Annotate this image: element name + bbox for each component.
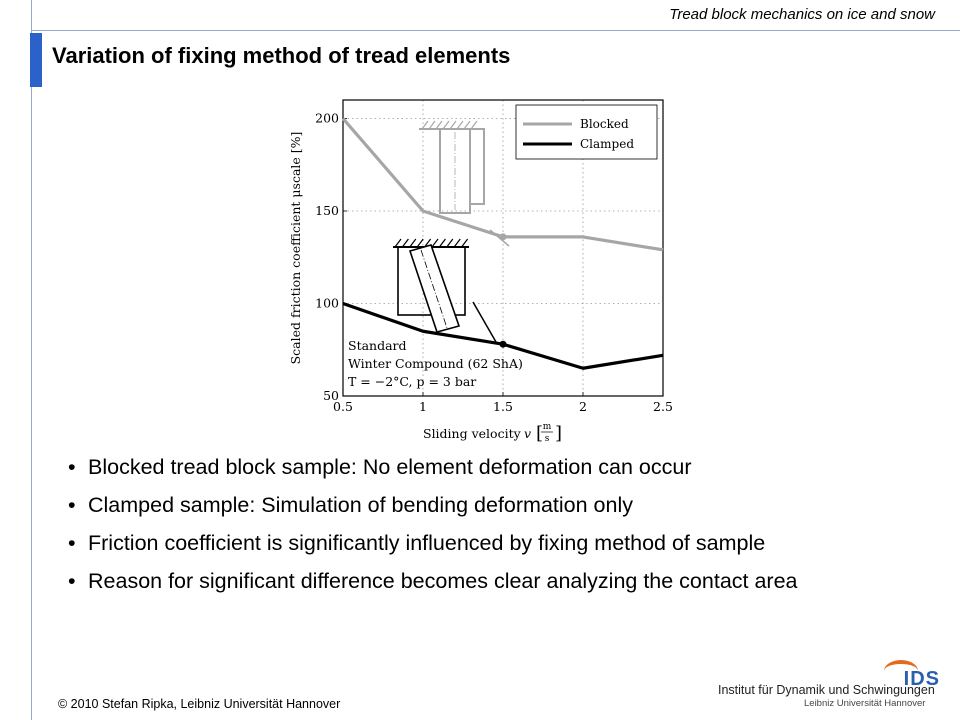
x-tick-label: 2.5 (653, 399, 673, 414)
blocked-hatch (442, 120, 450, 130)
legend-label-clamped: Clamped (580, 137, 634, 151)
bullet-dot: • (68, 493, 76, 517)
clamped-hatch (401, 238, 409, 248)
clamped-hatch (394, 238, 402, 248)
clamped-hatch (416, 238, 424, 248)
friction-chart: 0.5 1 1.5 2 2.5 50 100 150 200 Blocked Clamped S… (288, 99, 673, 444)
bullet-dot: • (68, 569, 76, 593)
data-point-marker (499, 233, 507, 241)
institute-logo: IDS Institut für Dynamik und Schwingunge… (718, 658, 948, 713)
chart-series (341, 117, 664, 370)
y-tick-label: 50 (323, 388, 339, 403)
logo-university-name: Leibniz Universität Hannover (804, 698, 926, 709)
y-tick-label: 150 (315, 203, 339, 218)
blocked-hatch (428, 120, 436, 130)
annotation-line-2: Winter Compound (62 ShA) (348, 356, 523, 371)
x-axis-bracket-open: [ (536, 423, 543, 444)
logo-arc-icon (884, 660, 918, 682)
bullet-text: Reason for significant difference become… (88, 569, 798, 593)
blocked-hatch (470, 120, 478, 130)
logo-institute-name: Institut für Dynamik und Schwingungen (718, 683, 935, 697)
header-rule (31, 30, 960, 31)
title-accent-bar (30, 33, 42, 87)
x-axis-unit-numerator: m (543, 422, 552, 432)
conditions-annotation: Standard Winter Compound (62 ShA) T = −2… (348, 338, 523, 389)
x-tick-label: 1.5 (493, 399, 513, 414)
clamped-hatch (431, 238, 439, 248)
clamped-hatch (453, 238, 461, 248)
y-axis-label: Scaled friction coefficient μscale [%] (288, 132, 303, 365)
chart-legend: Blocked Clamped (515, 104, 658, 160)
sample-schematics (393, 120, 510, 343)
blocked-hatch (449, 120, 457, 130)
clamped-hatch (409, 238, 417, 248)
x-axis-unit-denominator: s (545, 434, 550, 444)
x-tick-label: 2 (579, 399, 587, 414)
blocked-hatch (456, 120, 464, 130)
bullet-text: Blocked tread block sample: No element d… (88, 455, 692, 479)
clamped-center-line (420, 249, 448, 329)
x-axis-label-variable: v (524, 426, 531, 441)
bullet-text: Friction coefficient is significantly in… (88, 531, 766, 555)
bullet-text: Clamped sample: Simulation of bending de… (88, 493, 633, 517)
clamped-hatch (446, 238, 454, 248)
bullet-list: • Blocked tread block sample: No element … (68, 455, 928, 607)
footer-copyright: © 2010 Stefan Ripka, Leibniz Universität… (58, 697, 341, 711)
x-tick-label: 1 (419, 399, 427, 414)
bullet-item: • Friction coefficient is significantly i… (68, 531, 928, 556)
bullet-item: • Reason for significant difference becom… (68, 569, 928, 594)
data-point-marker (499, 340, 507, 348)
bullet-dot: • (68, 455, 76, 479)
blocked-hatch (435, 120, 443, 130)
axis-ticks: 0.5 1 1.5 2 2.5 50 100 150 200 (315, 111, 673, 415)
x-axis-label: Sliding velocity v [ m s ] (423, 422, 562, 444)
blocked-hatch (463, 120, 471, 130)
logo-ids-text: IDS (903, 668, 940, 690)
legend-label-blocked: Blocked (580, 117, 629, 131)
x-axis-label-text: Sliding velocity (423, 426, 522, 441)
x-tick-label: 0.5 (333, 399, 353, 414)
clamped-hatch (461, 238, 469, 248)
bullet-item: • Blocked tread block sample: No element … (68, 455, 928, 480)
clamped-pointer (472, 301, 497, 343)
left-border-line (31, 0, 32, 720)
annotation-line-1: Standard (348, 338, 407, 353)
annotation-line-3: T = −2°C, p = 3 bar (348, 374, 476, 389)
header-topic: Tread block mechanics on ice and snow (669, 6, 935, 23)
x-axis-bracket-close: ] (555, 423, 562, 444)
clamped-bent-block (408, 244, 461, 333)
clamped-hatch (424, 238, 432, 248)
bullet-item: • Clamped sample: Simulation of bending d… (68, 493, 928, 518)
y-tick-label: 200 (315, 111, 339, 126)
bullet-dot: • (68, 531, 76, 555)
blocked-block (439, 128, 471, 214)
slide-title: Variation of fixing method of tread elem… (52, 43, 511, 68)
y-tick-label: 100 (315, 296, 339, 311)
blocked-holder (470, 128, 485, 205)
blocked-hatch (421, 120, 429, 130)
legend-box (515, 104, 658, 160)
clamped-hatch (438, 238, 446, 248)
